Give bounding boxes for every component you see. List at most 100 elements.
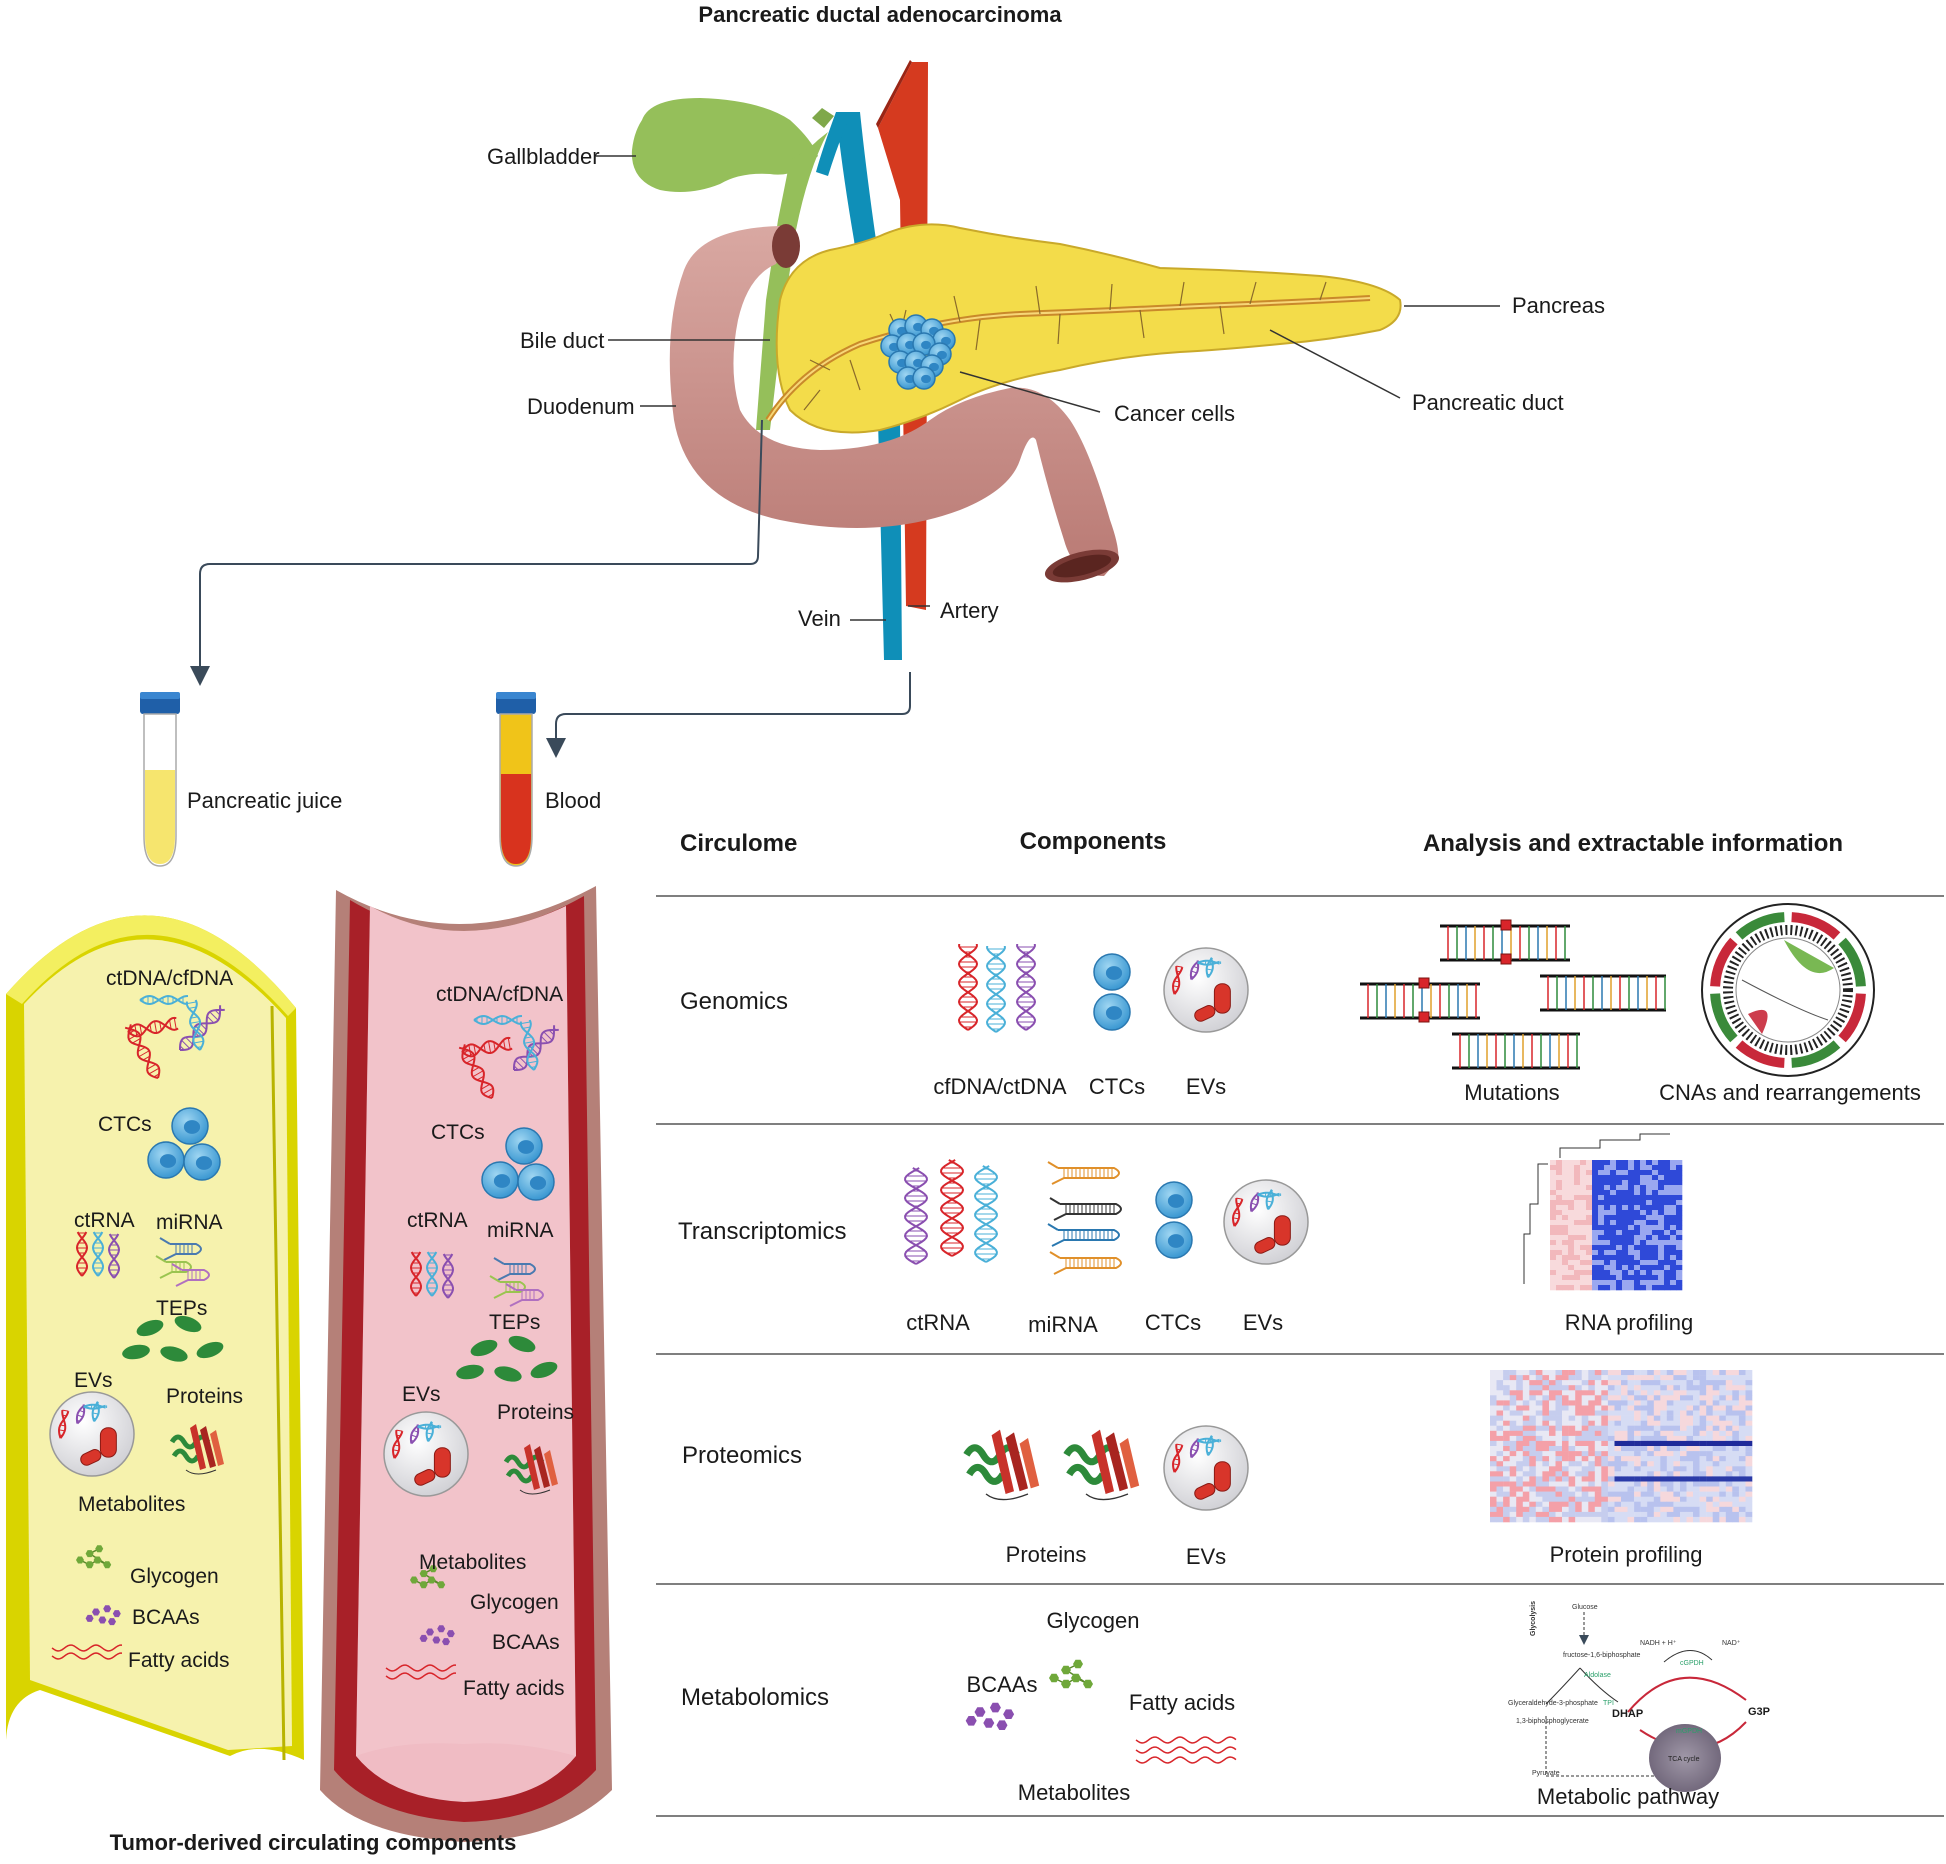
genomics-comp-evs: EVs	[1186, 1076, 1226, 1098]
extracellular-vesicle-icon	[384, 1412, 468, 1496]
row-transcriptomics: Transcriptomics	[678, 1220, 846, 1244]
glycogen-icon	[1049, 1660, 1093, 1689]
ctc-cell-icon	[1156, 1182, 1192, 1218]
protein-heatmap	[1490, 1370, 1752, 1522]
label-pancreatic-duct: Pancreatic duct	[1412, 392, 1564, 414]
proteomics-analysis-protein: Protein profiling	[1550, 1544, 1703, 1566]
ctc-cell-icon	[1094, 994, 1130, 1030]
dna-helix-icon	[959, 944, 977, 1030]
juice-label-dna: ctDNA/cfDNA	[106, 968, 233, 989]
blood-label-fatty-acids: Fatty acids	[463, 1678, 565, 1699]
pathway-g3p-ald: Glyceraldehyde-3-phosphate	[1508, 1700, 1598, 1707]
row-metabolomics: Metabolomics	[681, 1686, 829, 1710]
pathway-glucose: Glucose	[1572, 1604, 1598, 1611]
extracellular-vesicle-icon	[1224, 1180, 1308, 1264]
metabolomics-analysis-pathway: Metabolic pathway	[1537, 1786, 1719, 1808]
ctc-cell-icon	[184, 1144, 220, 1180]
sequence-bar	[1360, 978, 1480, 1022]
label-duodenum: Duodenum	[527, 396, 635, 418]
pathway-g3p: G3P	[1748, 1706, 1770, 1718]
rna-heatmap	[1524, 1134, 1682, 1290]
pathway-bpg: 1,3-biphosphoglycerate	[1516, 1718, 1589, 1725]
blood-label-ctrna: ctRNA	[407, 1210, 468, 1231]
transcriptomics-comp-evs: EVs	[1243, 1312, 1283, 1334]
mirna-hairpin-icon	[1048, 1162, 1119, 1184]
juice-tube	[140, 692, 180, 866]
fatty-acid-chain	[1136, 1747, 1236, 1753]
metabolomics-comp-metabolites: Metabolites	[1018, 1782, 1131, 1804]
dna-helix-icon	[987, 946, 1005, 1032]
juice-vessel	[6, 915, 304, 1760]
blood-tube	[496, 692, 536, 866]
protein-icon	[1066, 1430, 1139, 1500]
pathway-tpi: TPI	[1603, 1700, 1614, 1707]
anatomy	[632, 60, 1401, 660]
transcriptomics-comp-mirna: miRNA	[1028, 1314, 1098, 1336]
pathway-glycolysis: Glycolysis	[1530, 1601, 1537, 1636]
label-artery: Artery	[940, 600, 999, 622]
blood-label-teps: TEPs	[489, 1312, 540, 1333]
mutations-graphic	[1360, 920, 1666, 1068]
row-proteomics: Proteomics	[682, 1444, 802, 1468]
ctc-cell-icon	[148, 1142, 184, 1178]
mirna-hairpin-icon	[1050, 1198, 1121, 1220]
bottom-title: Tumor-derived circulating components	[110, 1832, 517, 1854]
row-genomics: Genomics	[680, 990, 788, 1014]
label-vein: Vein	[798, 608, 841, 630]
pancreas-shape	[777, 224, 1401, 432]
dna-helix-icon	[941, 1160, 963, 1256]
label-pancreas: Pancreas	[1512, 295, 1605, 317]
ctc-cell-icon	[506, 1128, 542, 1164]
header-components: Components	[1020, 830, 1167, 854]
pathway-gpdh2: mGPDH	[1676, 1728, 1702, 1735]
bcaa-icon	[966, 1703, 1014, 1730]
pathway-pyruvate: Pyruvate	[1532, 1770, 1560, 1777]
blood-label-mirna: miRNA	[487, 1220, 554, 1241]
circos-plot	[1702, 904, 1874, 1076]
juice-label-teps: TEPs	[156, 1298, 207, 1319]
blood-label-dna: ctDNA/cfDNA	[436, 984, 563, 1005]
proteomics-comp-proteins: Proteins	[1006, 1544, 1087, 1566]
blood-label-ctcs: CTCs	[431, 1122, 485, 1143]
pathway-nad: NAD⁺	[1722, 1640, 1740, 1647]
metabolomics-comp-glycogen: Glycogen	[1047, 1610, 1140, 1632]
pathway-aldolase: Aldolase	[1584, 1672, 1611, 1679]
pathway-tca: TCA cycle	[1668, 1756, 1700, 1763]
dna-helix-icon	[905, 1168, 927, 1264]
figure-title: Pancreatic ductal adenocarcinoma	[698, 4, 1061, 26]
juice-label-evs: EVs	[74, 1370, 113, 1391]
protein-icon	[966, 1430, 1039, 1500]
label-bile-duct: Bile duct	[520, 330, 604, 352]
proteomics-comp-evs: EVs	[1186, 1546, 1226, 1568]
transcriptomics-comp-ctrna: ctRNA	[906, 1312, 970, 1334]
pathway-dhap: DHAP	[1612, 1708, 1643, 1720]
blood-label-glycogen: Glycogen	[470, 1592, 559, 1613]
juice-label-fatty-acids: Fatty acids	[128, 1650, 230, 1671]
sequence-bar	[1440, 920, 1570, 964]
label-blood: Blood	[545, 790, 601, 812]
ctc-cell-icon	[1156, 1222, 1192, 1258]
fatty-acid-chain	[1136, 1737, 1236, 1743]
blood-label-metabolites: Metabolites	[419, 1552, 526, 1573]
dna-helix-icon	[1017, 944, 1035, 1030]
juice-arrow	[200, 420, 762, 676]
genomics-comp-dna: cfDNA/ctDNA	[933, 1076, 1066, 1098]
ctc-cell-icon	[518, 1164, 554, 1200]
ctc-cell-icon	[482, 1162, 518, 1198]
header-analysis: Analysis and extractable information	[1423, 832, 1843, 856]
metabolomics-comp-fatty-acids: Fatty acids	[1129, 1692, 1235, 1714]
extracellular-vesicle-icon	[50, 1392, 134, 1476]
label-pancreatic-juice: Pancreatic juice	[187, 790, 342, 812]
mirna-hairpin-icon	[1048, 1224, 1119, 1246]
juice-label-ctcs: CTCs	[98, 1114, 152, 1135]
ctc-cell-icon	[913, 367, 935, 389]
genomics-analysis-mutations: Mutations	[1464, 1082, 1559, 1104]
blood-arrow	[556, 672, 910, 748]
mirna-hairpin-icon	[1050, 1252, 1121, 1274]
pathway-f16bp: fructose-1,6-biphosphate	[1563, 1652, 1640, 1659]
sequence-bar	[1540, 976, 1666, 1010]
dna-helix-icon	[975, 1166, 997, 1262]
blood-label-bcaas: BCAAs	[492, 1632, 560, 1653]
